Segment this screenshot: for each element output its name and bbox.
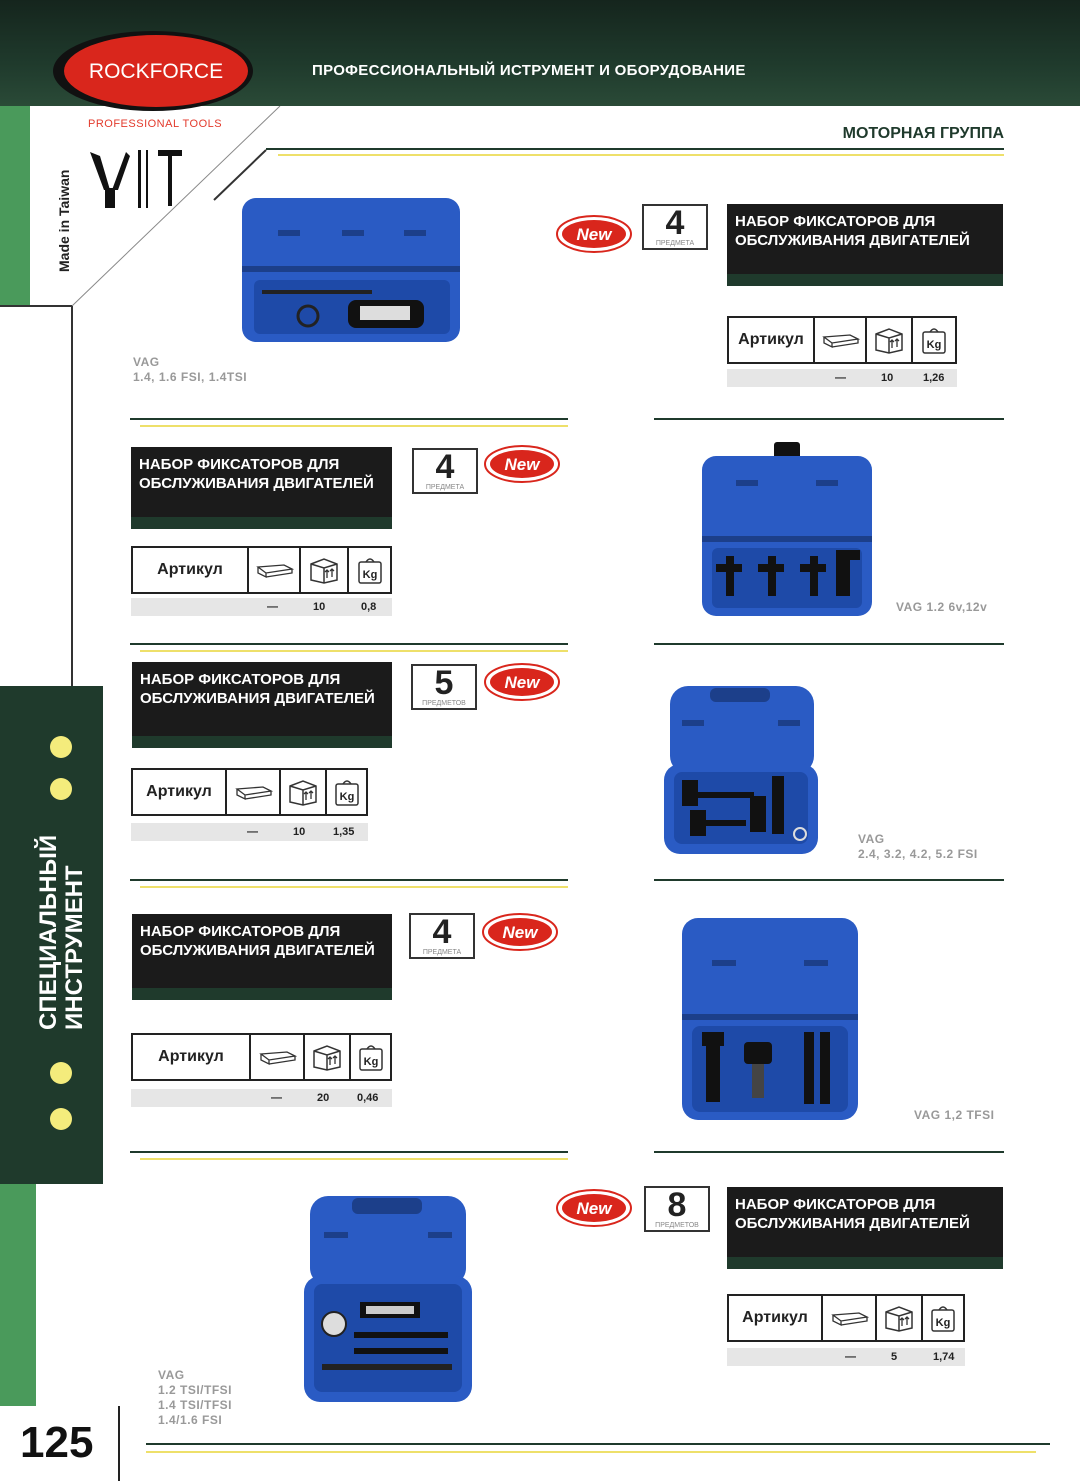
product-4-spec-table: Артикул Kg <box>131 1033 392 1081</box>
box-icon <box>249 548 301 592</box>
dot-4 <box>50 1108 72 1130</box>
page-number: 125 <box>20 1418 94 1467</box>
pliers-icon <box>90 150 182 208</box>
product-2-title: НАБОР ФИКСАТОРОВ ДЛЯ ОБСЛУЖИВАНИЯ ДВИГАТ… <box>131 447 392 529</box>
product-1-spec-table: Артикул Kg <box>727 316 957 364</box>
product-3-new-badge: New <box>484 663 560 701</box>
product-5-title: НАБОР ФИКСАТОРОВ ДЛЯ ОБСЛУЖИВАНИЯ ДВИГАТ… <box>727 1187 1003 1269</box>
product-4-new-badge: New <box>482 913 558 951</box>
divider <box>130 643 568 645</box>
product-2-spec-table: Артикул Kg <box>131 546 392 594</box>
product-4-image <box>682 918 858 1120</box>
weight-icon: Kg <box>923 1296 963 1340</box>
header-title: ПРОФЕССИОНАЛЬНЫЙ ИСТРУМЕНТ И ОБОРУДОВАНИ… <box>312 62 746 79</box>
divider <box>654 1151 1004 1153</box>
side-band <box>0 686 103 1184</box>
product-2-spec-values: — 10 0,8 <box>131 598 392 616</box>
box-icon <box>227 770 281 814</box>
divider <box>654 643 1004 645</box>
carton-icon <box>281 770 327 814</box>
svg-text:New: New <box>505 455 542 474</box>
product-4-caption: VAG 1,2 TFSI <box>914 1108 995 1122</box>
weight-icon: Kg <box>327 770 366 814</box>
dot-2 <box>50 778 72 800</box>
svg-text:Kg: Kg <box>339 791 354 803</box>
footer-divider-accent <box>146 1451 1036 1453</box>
product-5-new-badge: New <box>556 1189 632 1227</box>
product-1-image <box>242 198 460 342</box>
article-label: Артикул <box>729 318 815 362</box>
product-5-spec-values: — 5 1,74 <box>727 1348 965 1366</box>
svg-text:New: New <box>505 673 542 692</box>
svg-text:Kg: Kg <box>363 1056 378 1068</box>
svg-text:New: New <box>577 1199 614 1218</box>
product-1-title: НАБОР ФИКСАТОРОВ ДЛЯ ОБСЛУЖИВАНИЯ ДВИГАТ… <box>727 204 1003 286</box>
page-number-box <box>0 1406 120 1481</box>
rockforce-logo: ROCKFORCE <box>53 31 253 111</box>
divider-accent <box>140 886 568 888</box>
divider-accent <box>140 425 568 427</box>
svg-text:Kg: Kg <box>362 569 377 581</box>
dot-1 <box>50 736 72 758</box>
side-label: СПЕЦИАЛЬНЫЙ ИНСТРУМЕНТ <box>35 834 88 1030</box>
weight-icon: Kg <box>913 318 955 362</box>
divider <box>654 879 1004 881</box>
product-2-caption: VAG 1.2 6v,12v <box>896 600 988 614</box>
logo-subtitle: PROFESSIONAL TOOLS <box>88 118 223 130</box>
product-3-spec-table: Артикул Kg <box>131 768 368 816</box>
svg-text:Kg: Kg <box>927 339 942 351</box>
left-green-strip-bottom <box>0 1184 36 1406</box>
weight-icon: Kg <box>349 548 390 592</box>
logo-text: ROCKFORCE <box>89 60 223 83</box>
product-3-image <box>664 686 818 854</box>
divider-accent <box>140 650 568 652</box>
left-green-strip <box>0 106 30 306</box>
dot-3 <box>50 1062 72 1084</box>
product-4-spec-values: — 20 0,46 <box>131 1089 392 1107</box>
svg-text:Kg: Kg <box>936 1317 951 1329</box>
divider <box>130 879 568 881</box>
product-1-spec-values: — 10 1,26 <box>727 369 957 387</box>
carton-icon <box>301 548 349 592</box>
divider-accent <box>278 154 1004 156</box>
section-label: МОТОРНАЯ ГРУППА <box>842 125 1004 142</box>
divider <box>266 148 1004 150</box>
divider-accent <box>140 1158 568 1160</box>
carton-icon <box>305 1035 351 1079</box>
product-5-spec-table: Артикул Kg <box>727 1294 965 1342</box>
product-2-image <box>702 442 872 616</box>
box-icon <box>823 1296 877 1340</box>
product-3-title: НАБОР ФИКСАТОРОВ ДЛЯ ОБСЛУЖИВАНИЯ ДВИГАТ… <box>132 662 392 748</box>
product-2-new-badge: New <box>484 445 560 483</box>
box-icon <box>815 318 867 362</box>
product-3-spec-values: — 10 1,35 <box>131 823 368 841</box>
divider <box>130 1151 568 1153</box>
footer-divider <box>146 1443 1050 1445</box>
product-1-new-badge: New <box>556 215 632 253</box>
carton-icon <box>877 1296 923 1340</box>
corner-lines <box>0 106 281 686</box>
carton-icon <box>867 318 913 362</box>
new-text: New <box>577 225 614 244</box>
product-5-image <box>304 1196 472 1402</box>
svg-text:New: New <box>503 923 540 942</box>
divider <box>130 418 568 420</box>
weight-icon: Kg <box>351 1035 390 1079</box>
product-4-title: НАБОР ФИКСАТОРОВ ДЛЯ ОБСЛУЖИВАНИЯ ДВИГАТ… <box>132 914 392 1000</box>
divider <box>654 418 1004 420</box>
box-icon <box>251 1035 305 1079</box>
